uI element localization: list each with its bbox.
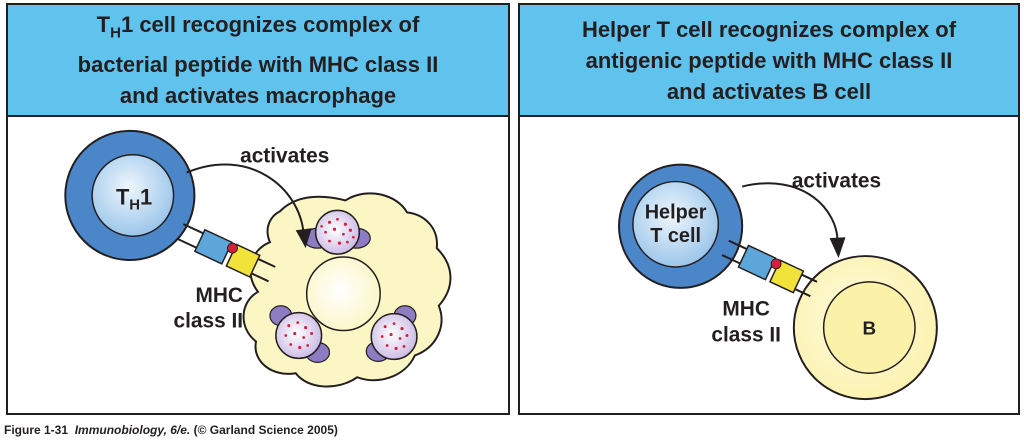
macrophage-nucleus: [307, 257, 381, 331]
right-header-line3: and activates B cell: [667, 76, 871, 107]
left-header-line3: and activates macrophage: [120, 80, 396, 111]
mhc-label-left-line2: class II: [174, 310, 244, 333]
right-panel-header: Helper T cell recognizes complex of anti…: [520, 5, 1018, 117]
right-panel: Helper T cell recognizes complex of anti…: [518, 3, 1020, 415]
activates-label-right: activates: [792, 170, 881, 193]
mhc-label-right-line1: MHC: [722, 298, 769, 321]
figure-caption: Figure 1-31 Immunobiology, 6/e. (© Garla…: [4, 423, 338, 437]
left-panel-diagram: TH1: [8, 117, 508, 413]
left-panel: TH1 cell recognizes complex of bacterial…: [6, 3, 510, 415]
right-panel-diagram: Helper T cell B activates MHC cla: [520, 117, 1018, 413]
left-diagram-svg: TH1: [8, 117, 508, 413]
mhc-label-left-line1: MHC: [196, 284, 243, 307]
caption-copyright: (© Garland Science 2005): [194, 423, 338, 437]
left-header-line1: TH1 cell recognizes complex of: [97, 9, 420, 48]
right-header-line1: Helper T cell recognizes complex of: [582, 14, 956, 45]
left-panel-header: TH1 cell recognizes complex of bacterial…: [8, 5, 508, 117]
mhc-label-right-line2: class II: [711, 323, 781, 346]
helper-t-label-line1: Helper: [645, 201, 707, 223]
b-cell-label: B: [863, 318, 877, 339]
right-header-line2: antigenic peptide with MHC class II: [586, 45, 953, 76]
caption-figure-number: Figure 1-31: [4, 423, 68, 437]
th1-nucleus: [92, 155, 173, 236]
helper-t-label-line2: T cell: [650, 225, 701, 247]
t-cell-receptor-right: [738, 245, 775, 279]
t-cell-receptor: [195, 230, 232, 264]
activates-arrowhead-right: [830, 237, 846, 258]
right-diagram-svg: Helper T cell B activates MHC cla: [520, 117, 1018, 413]
activates-label-left: activates: [240, 145, 329, 168]
caption-book-title: Immunobiology, 6/e.: [75, 423, 191, 437]
left-header-line2: bacterial peptide with MHC class II: [78, 49, 439, 80]
